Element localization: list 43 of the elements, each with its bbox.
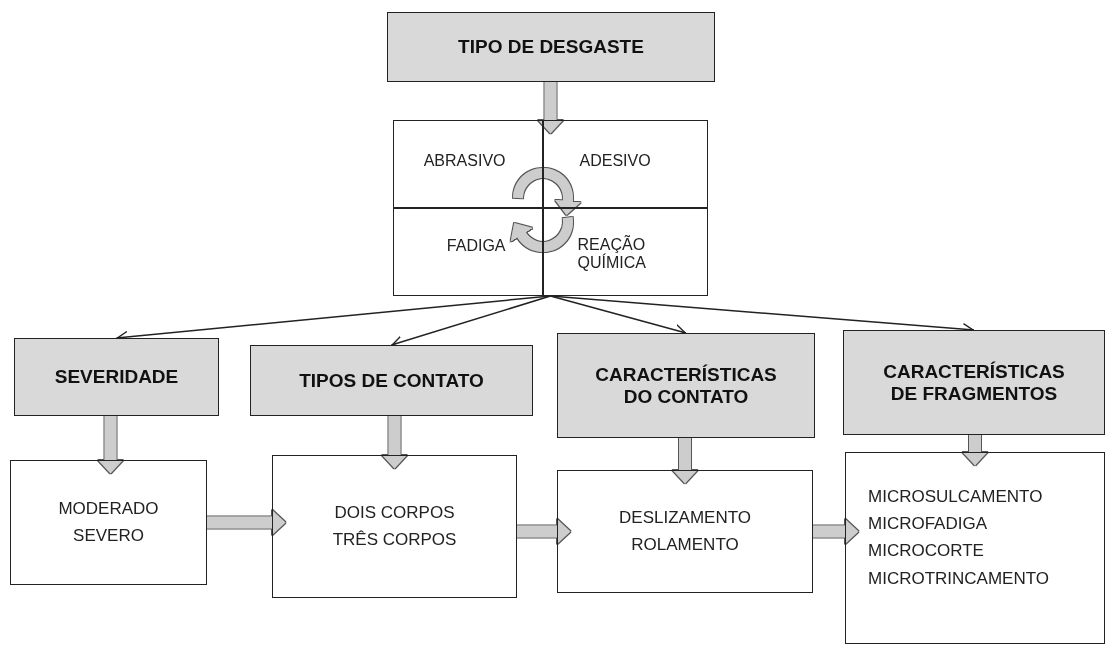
block-arrow xyxy=(962,435,988,466)
block-arrow xyxy=(537,82,564,134)
heading-box xyxy=(557,333,815,438)
curved-arrow xyxy=(510,214,573,252)
node-label: TRÊS CORPOS xyxy=(332,528,457,551)
block-arrow xyxy=(381,416,408,469)
node-label: MODERADO xyxy=(58,498,159,521)
node-label: TIPOS DE CONTATO xyxy=(299,369,484,392)
grid-box xyxy=(393,120,708,296)
heading-box xyxy=(14,338,219,416)
node-label: ADESIVO xyxy=(579,151,651,170)
block-arrow xyxy=(207,509,286,536)
block-arrow xyxy=(97,416,124,474)
curved-arrow xyxy=(513,168,581,215)
block-arrow xyxy=(813,518,859,545)
node-label: MICROCORTE xyxy=(868,540,984,563)
node-label: FADIGA xyxy=(446,236,506,255)
node-label: MICROSULCAMENTO xyxy=(868,486,1043,508)
node-label: CARACTERÍSTICAS DO CONTATO xyxy=(594,363,778,408)
list-box xyxy=(10,460,207,585)
node-label: CARACTERÍSTICAS DE FRAGMENTOS xyxy=(882,360,1066,405)
heading-box xyxy=(250,345,533,416)
grid-cell xyxy=(392,119,543,208)
node-label: TIPO DE DESGASTE xyxy=(458,36,644,58)
block-arrow xyxy=(517,518,571,545)
node-label: REAÇÃO QUÍMICA xyxy=(577,235,647,272)
grid-cell xyxy=(392,207,543,296)
heading-box xyxy=(387,12,715,82)
node-label: ROLAMENTO xyxy=(631,533,739,556)
node-label: SEVERO xyxy=(73,524,144,547)
node-label: MICROTRINCAMENTO xyxy=(868,567,1049,590)
block-arrow xyxy=(672,438,698,484)
grid-cell xyxy=(542,119,708,208)
list-box xyxy=(557,470,813,593)
node-label: DESLIZAMENTO xyxy=(619,507,751,530)
list-box xyxy=(272,455,517,598)
node-label: MICROFADIGA xyxy=(868,513,987,536)
node-label: SEVERIDADE xyxy=(54,366,179,388)
heading-box xyxy=(843,330,1105,435)
list-box xyxy=(845,452,1105,644)
grid-cell xyxy=(542,207,708,296)
node-label: DOIS CORPOS xyxy=(334,502,455,525)
node-label: ABRASIVO xyxy=(423,151,506,170)
